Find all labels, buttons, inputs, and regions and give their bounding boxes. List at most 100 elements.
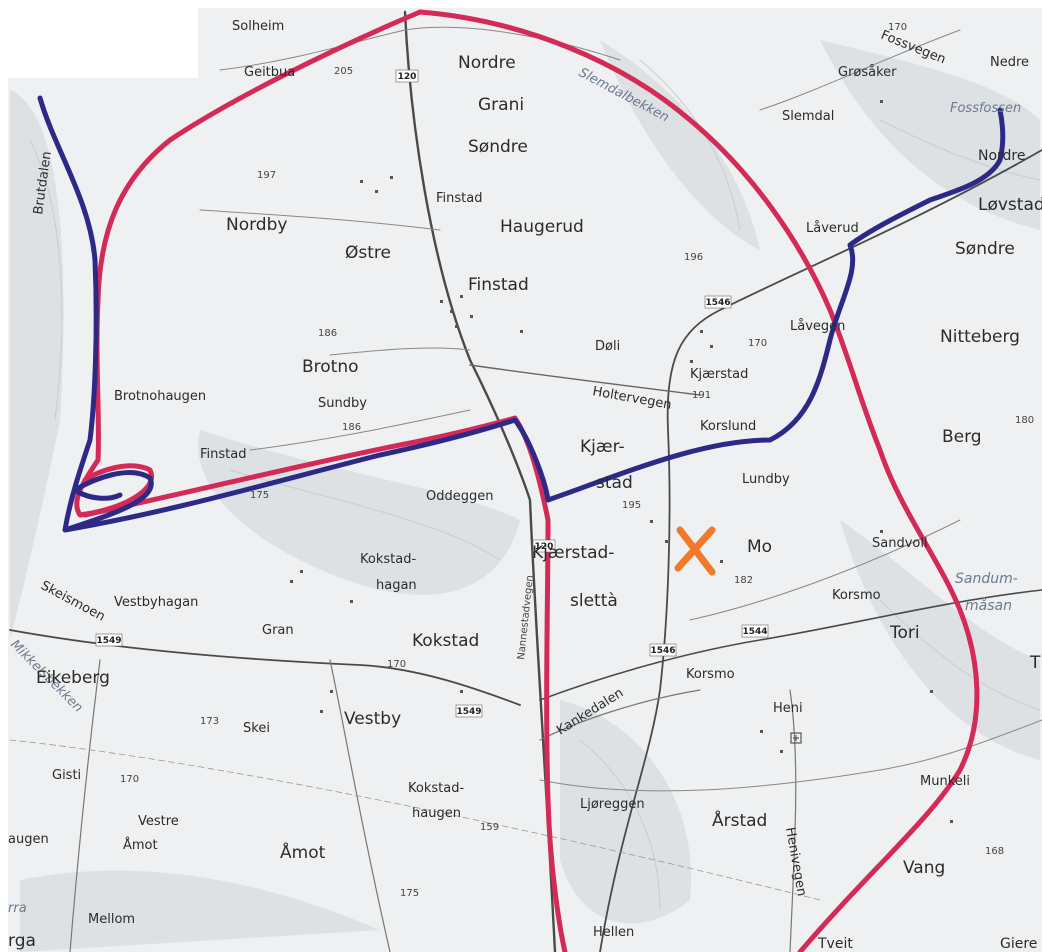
fossvegen-road	[759, 29, 961, 111]
label-tori: Tori	[889, 623, 920, 643]
elevation-182: 182	[734, 575, 753, 586]
elevation-170-sw: 170	[120, 774, 139, 785]
elevation-170-mid: 170	[748, 338, 767, 349]
label-vestre: Vestre	[138, 814, 179, 829]
elevation-205: 205	[334, 66, 353, 77]
label-rga: rga	[8, 931, 36, 951]
kankedalen-road	[539, 689, 701, 741]
holtervegen-road	[469, 364, 701, 396]
blue-route[interactable]	[37, 95, 1006, 533]
label-kokstadhaugen-1: Kokstad-	[408, 781, 464, 796]
label-stad: stad	[596, 473, 633, 493]
elevation-175-w: 175	[250, 490, 269, 501]
brotno-road	[329, 347, 471, 356]
elevation-173: 173	[200, 716, 219, 727]
label-nordby: Nordby	[226, 215, 287, 235]
label-augen: augen	[8, 832, 49, 847]
nordby-road	[199, 209, 441, 231]
label-nitteberg: Nitteberg	[940, 327, 1020, 347]
label-nordre-grani: Nordre	[458, 53, 516, 73]
henivegen-road	[789, 689, 797, 952]
road-shield-1549-c: 1549	[455, 704, 483, 718]
church-cross-icon	[793, 735, 799, 741]
label-sandvoll: Sandvoll	[872, 536, 928, 551]
label-mellom: Mellom	[88, 912, 135, 927]
label-brotno: Brotno	[302, 357, 359, 377]
label-kjaerstadsletta-1: Kjærstad-	[532, 543, 614, 563]
map-background	[8, 8, 1042, 952]
sundby-road	[249, 409, 471, 451]
label-kokstadhaugen-2: haugen	[412, 806, 461, 821]
elevation-197: 197	[257, 170, 276, 181]
label-giere: Giere	[1000, 936, 1037, 952]
label-slemdal: Slemdal	[782, 109, 834, 124]
label-kjaer: Kjær-	[580, 437, 625, 457]
road-shield-1549-w: 1549	[95, 633, 123, 647]
label-hellen: Hellen	[593, 925, 634, 940]
label-nedre: Nedre	[990, 55, 1029, 70]
main-road-120	[403, 10, 557, 952]
label-korslund: Korslund	[700, 419, 756, 434]
label-sundby: Sundby	[318, 396, 367, 411]
label-tveit: Tveit	[817, 936, 853, 952]
label-kokstadhagan-2: hagan	[376, 578, 417, 593]
road-shield-1544: 1544	[741, 624, 769, 638]
label-nordre-ne: Nordre	[978, 148, 1026, 164]
building-dots	[290, 100, 953, 823]
label-finstad-top: Finstad	[436, 191, 482, 206]
svg-text:1546: 1546	[705, 298, 730, 308]
elevation-168: 168	[985, 846, 1004, 857]
svg-text:1549: 1549	[96, 636, 121, 646]
label-laverud: Låverud	[806, 221, 859, 236]
label-sondre-ne: Søndre	[955, 239, 1015, 259]
place-labels: Solheim Geitbua Nordre Grani Søndre Slem…	[7, 19, 1042, 952]
label-sandummasan-1: Sandum-	[955, 571, 1018, 587]
east-road	[689, 519, 961, 621]
svg-text:120: 120	[398, 72, 417, 82]
label-oddeggen: Oddeggen	[426, 489, 493, 504]
elevation-180: 180	[1015, 415, 1034, 426]
label-skei: Skei	[243, 721, 270, 736]
label-lundby: Lundby	[742, 472, 790, 487]
label-heni: Heni	[773, 701, 803, 716]
label-berg: Berg	[942, 427, 982, 447]
roads	[9, 10, 1042, 952]
cross-marker-icon[interactable]	[674, 526, 716, 576]
svg-text:1546: 1546	[650, 646, 675, 656]
label-amot: Åmot	[280, 841, 326, 863]
elevation-191: 191	[692, 390, 711, 401]
label-vestby: Vestby	[344, 709, 401, 729]
elevation-175-s: 175	[400, 888, 419, 899]
label-vang: Vang	[903, 858, 945, 878]
label-doli: Døli	[595, 339, 620, 354]
label-geitbua: Geitbua	[244, 65, 295, 80]
label-kokstad: Kokstad	[412, 631, 479, 651]
svg-text:1549: 1549	[456, 707, 481, 717]
elevation-170-s: 170	[387, 659, 406, 670]
elevation-195: 195	[622, 500, 641, 511]
label-eikeberg: Eikeberg	[36, 668, 110, 688]
label-solheim: Solheim	[232, 19, 284, 34]
label-sondre-grani: Søndre	[468, 137, 528, 157]
label-sandummasan-2: måsan	[965, 597, 1012, 614]
label-korsmo-s: Korsmo	[686, 667, 735, 682]
label-rra: rra	[8, 901, 27, 916]
label-korsmo-e: Korsmo	[832, 588, 881, 603]
elevation-196: 196	[684, 252, 703, 263]
svg-text:120: 120	[535, 542, 554, 552]
church-icon	[790, 732, 802, 744]
terrain-contours	[29, 59, 1041, 911]
label-arstad: Årstad	[712, 809, 767, 831]
label-gran: Gran	[262, 623, 294, 638]
label-fossfossen: Fossfossen	[950, 101, 1021, 116]
label-grani: Grani	[478, 95, 524, 115]
elevation-labels: 205 170 197 196 186 170 191 186 180 175 …	[120, 22, 1034, 899]
label-lovstad: Løvstad	[978, 195, 1042, 215]
scan-missing-corner	[8, 8, 198, 78]
road-shield-120-mid: 120	[532, 539, 556, 553]
road-shield-1546-s: 1546	[649, 643, 677, 657]
label-t-edge: T	[1029, 653, 1041, 673]
label-kokstadhagan-1: Kokstad-	[360, 552, 416, 567]
